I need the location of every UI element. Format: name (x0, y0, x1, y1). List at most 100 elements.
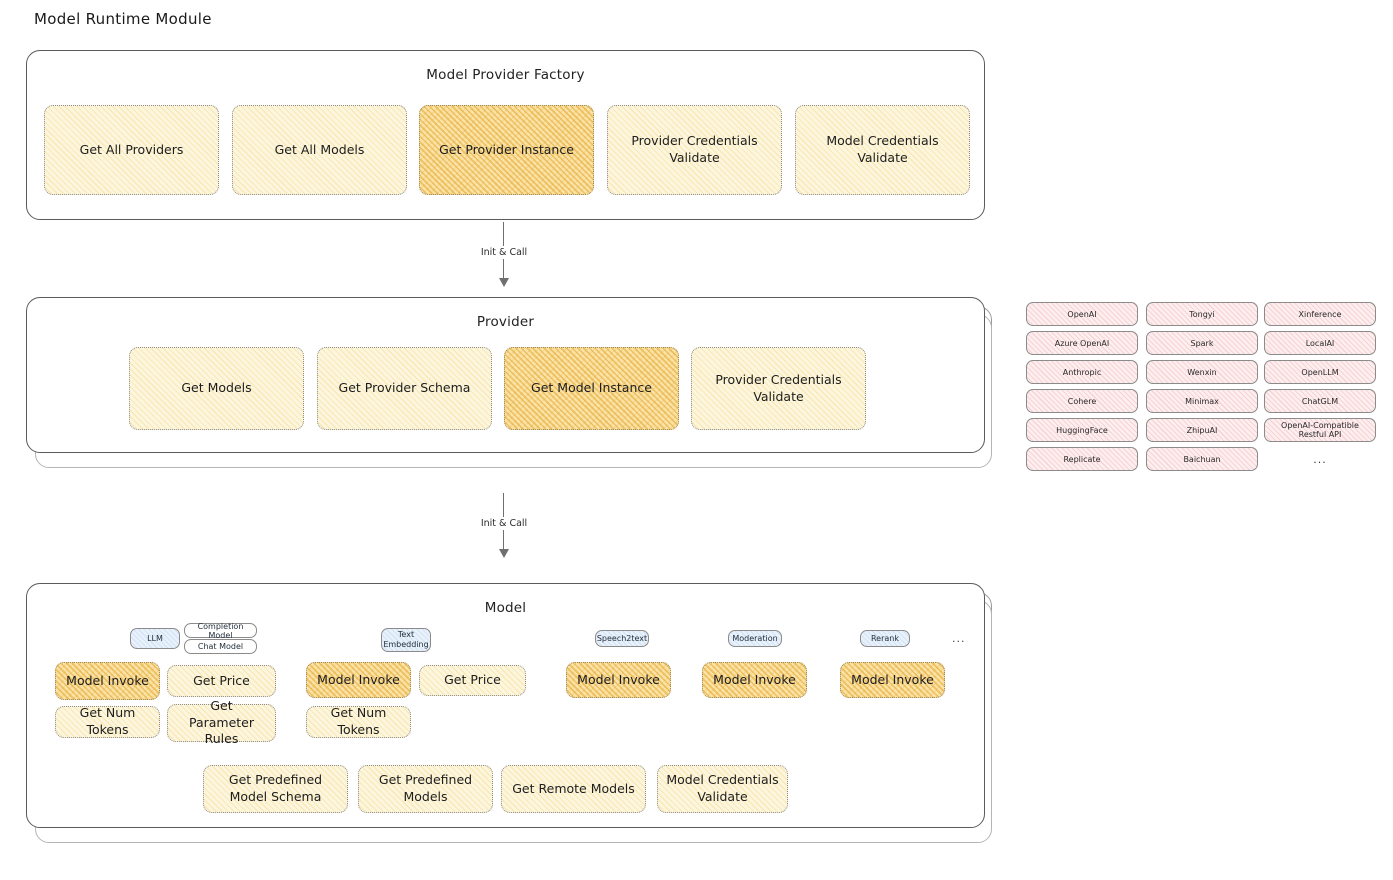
provider-tag-huggingface[interactable]: HuggingFace (1026, 418, 1138, 442)
node-label: Model Invoke (317, 671, 400, 687)
connector-label: Init & Call (476, 516, 532, 530)
model-node-model-invoke[interactable]: Model Invoke (840, 662, 945, 698)
node-label: Get Provider Schema (338, 380, 471, 396)
factory-node-get-all-providers[interactable]: Get All Providers (44, 105, 219, 195)
node-label: Provider Credentials Validate (715, 371, 842, 404)
provider-tag-baichuan[interactable]: Baichuan (1146, 447, 1258, 471)
model-node-get-price[interactable]: Get Price (419, 665, 526, 696)
factory-node-model-credentials-validate[interactable]: Model Credentials Validate (795, 105, 970, 195)
model-subtype-chip-completion-model[interactable]: Completion Model (184, 621, 257, 640)
node-label: Get Provider Instance (439, 141, 574, 157)
node-label: Get Parameter Rules (188, 697, 255, 747)
model-node-model-invoke[interactable]: Model Invoke (702, 662, 807, 698)
node-label: Get All Models (274, 141, 365, 157)
model-node-get-num-tokens[interactable]: Get Num Tokens (55, 705, 160, 738)
provider-tag-openai-compatible-restful-api[interactable]: OpenAI-Compatible Restful API (1264, 418, 1376, 442)
provider-tag-label: Tongyi (1189, 309, 1215, 319)
provider-tag-spark[interactable]: Spark (1146, 331, 1258, 355)
node-label: Model Invoke (577, 671, 660, 687)
node-label: Get Num Tokens (330, 705, 387, 737)
node-label: Get Num Tokens (79, 705, 136, 737)
provider-tag-tongyi[interactable]: Tongyi (1146, 302, 1258, 326)
model-type-chip-label: Moderation (732, 633, 778, 643)
factory-node-get-provider-instance[interactable]: Get Provider Instance (419, 105, 594, 195)
provider-tag-minimax[interactable]: Minimax (1146, 389, 1258, 413)
provider-tag-label: OpenAI (1067, 309, 1097, 319)
provider-tag-label: Replicate (1063, 454, 1101, 464)
factory-node-provider-credentials-validate[interactable]: Provider Credentials Validate (607, 105, 782, 195)
node-label: Get All Providers (79, 141, 184, 157)
provider-node-get-provider-schema[interactable]: Get Provider Schema (317, 347, 492, 430)
provider-tag-label: ChatGLM (1301, 396, 1339, 406)
node-label: Provider Credentials Validate (631, 133, 758, 165)
provider-tag-zhipuai[interactable]: ZhipuAI (1146, 418, 1258, 442)
model-type-chip-speech2text[interactable]: Speech2text (595, 630, 649, 647)
model-node-model-invoke[interactable]: Model Invoke (306, 662, 411, 698)
provider-node-get-model-instance[interactable]: Get Model Instance (504, 347, 679, 430)
model-node-model-credentials-validate[interactable]: Model Credentials Validate (657, 765, 788, 813)
model-node-get-num-tokens[interactable]: Get Num Tokens (306, 705, 411, 738)
model-subtype-chip-chat-model[interactable]: Chat Model (184, 639, 257, 654)
provider-tag-chatglm[interactable]: ChatGLM (1264, 389, 1376, 413)
node-label: Model Credentials Validate (826, 133, 939, 165)
provider-tag-label: Baichuan (1183, 454, 1221, 464)
provider-tag-label: OpenAI-Compatible Restful API (1281, 421, 1359, 439)
provider-node-provider-credentials-validate[interactable]: Provider Credentials Validate (691, 347, 866, 430)
provider-node-get-models[interactable]: Get Models (129, 347, 304, 430)
model-type-chip-label: Speech2text (596, 633, 648, 643)
provider-tag-openllm[interactable]: OpenLLM (1264, 360, 1376, 384)
model-node-model-invoke[interactable]: Model Invoke (55, 662, 160, 700)
node-label: Get Models (181, 380, 252, 396)
node-label: Model Credentials Validate (666, 772, 779, 804)
provider-tag-label: Xinference (1298, 309, 1342, 319)
node-label: Get Remote Models (512, 780, 635, 796)
provider-tag-anthropic[interactable]: Anthropic (1026, 360, 1138, 384)
node-label: Get Predefined Models (378, 772, 473, 804)
provider-tag-openai[interactable]: OpenAI (1026, 302, 1138, 326)
provider-tag-wenxin[interactable]: Wenxin (1146, 360, 1258, 384)
provider-tag-azure-openai[interactable]: Azure OpenAI (1026, 331, 1138, 355)
provider-tag-label: Azure OpenAI (1054, 338, 1110, 348)
provider-tag-xinference[interactable]: Xinference (1264, 302, 1376, 326)
arrowhead-icon (498, 278, 509, 287)
model-subtype-chip-label: Completion Model (197, 621, 244, 640)
node-label: Get Price (193, 672, 250, 688)
model-node-get-predefined-model-schema[interactable]: Get Predefined Model Schema (203, 765, 348, 813)
panel-title-model-provider-factory: Model Provider Factory (426, 67, 585, 83)
node-label: Model Invoke (713, 671, 796, 687)
model-node-get-remote-models[interactable]: Get Remote Models (501, 765, 646, 813)
model-node-get-parameter-rules[interactable]: Get Parameter Rules (167, 698, 276, 746)
model-type-chip-label: Rerank (870, 633, 899, 643)
node-label: Model Invoke (66, 672, 149, 688)
model-type-chip-rerank[interactable]: Rerank (860, 630, 910, 647)
provider-tag-label: HuggingFace (1056, 425, 1108, 435)
factory-node-get-all-models[interactable]: Get All Models (232, 105, 407, 195)
model-node-get-price[interactable]: Get Price (167, 665, 276, 697)
provider-tag-label: Minimax (1185, 396, 1219, 406)
model-subtype-chip-label: Chat Model (197, 642, 244, 651)
model-node-get-predefined-models[interactable]: Get Predefined Models (358, 765, 493, 813)
model-node-model-invoke[interactable]: Model Invoke (566, 662, 671, 698)
provider-tag-replicate[interactable]: Replicate (1026, 447, 1138, 471)
panel-title-model: Model (484, 600, 527, 616)
provider-tag-label: Wenxin (1187, 367, 1217, 377)
provider-tag-label: Spark (1190, 338, 1214, 348)
model-type-chip-moderation[interactable]: Moderation (728, 630, 782, 647)
model-type-chip-llm[interactable]: LLM (130, 628, 180, 649)
provider-tag-localai[interactable]: LocalAI (1264, 331, 1376, 355)
node-label: Get Predefined Model Schema (228, 772, 323, 804)
provider-tag-label: LocalAI (1305, 338, 1335, 348)
provider-tag-more-ellipsis: ... (1313, 452, 1327, 466)
provider-tag-label: ZhipuAI (1186, 425, 1218, 435)
page-title: Model Runtime Module (34, 10, 212, 28)
model-type-chip-label: LLM (147, 633, 163, 643)
model-type-more-ellipsis: ... (952, 632, 966, 645)
provider-tag-label: Anthropic (1062, 367, 1102, 377)
provider-tag-cohere[interactable]: Cohere (1026, 389, 1138, 413)
node-label: Get Price (444, 672, 501, 688)
arrowhead-icon (498, 549, 509, 558)
node-label: Model Invoke (851, 671, 934, 687)
node-label: Get Model Instance (531, 380, 652, 396)
